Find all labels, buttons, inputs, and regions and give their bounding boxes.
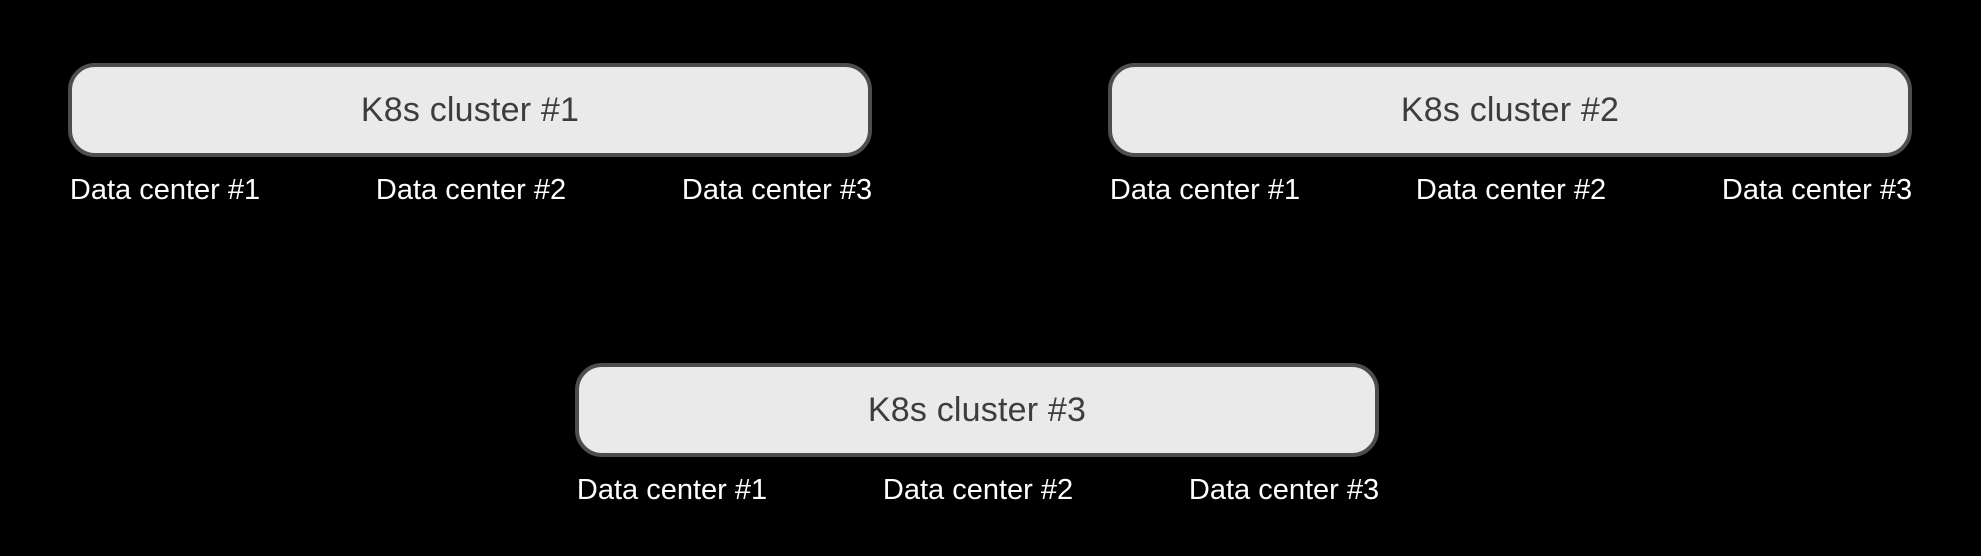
datacenter-label: Data center #3 [1188, 474, 1380, 506]
datacenter-label: Data center #1 [69, 174, 261, 206]
datacenter-label: Data center #2 [882, 474, 1074, 506]
cluster-group-2: K8s cluster #2 Data center #1 Data cente… [1050, 5, 1972, 250]
datacenter-label: Data center #2 [375, 174, 567, 206]
datacenter-label: Data center #3 [681, 174, 873, 206]
cluster-group-1: K8s cluster #1 Data center #1 Data cente… [10, 5, 932, 250]
k8s-cluster-label: K8s cluster #3 [867, 390, 1087, 429]
datacenter-label: Data center #1 [1109, 174, 1301, 206]
k8s-cluster-box: K8s cluster #3 [575, 363, 1379, 457]
cluster-group-3: K8s cluster #3 Data center #1 Data cente… [517, 305, 1439, 550]
k8s-cluster-label: K8s cluster #1 [360, 90, 580, 129]
k8s-cluster-label: K8s cluster #2 [1400, 90, 1620, 129]
datacenter-label: Data center #2 [1415, 174, 1607, 206]
k8s-cluster-box: K8s cluster #2 [1108, 63, 1912, 157]
datacenter-label: Data center #3 [1721, 174, 1913, 206]
k8s-cluster-box: K8s cluster #1 [68, 63, 872, 157]
datacenter-label: Data center #1 [576, 474, 768, 506]
